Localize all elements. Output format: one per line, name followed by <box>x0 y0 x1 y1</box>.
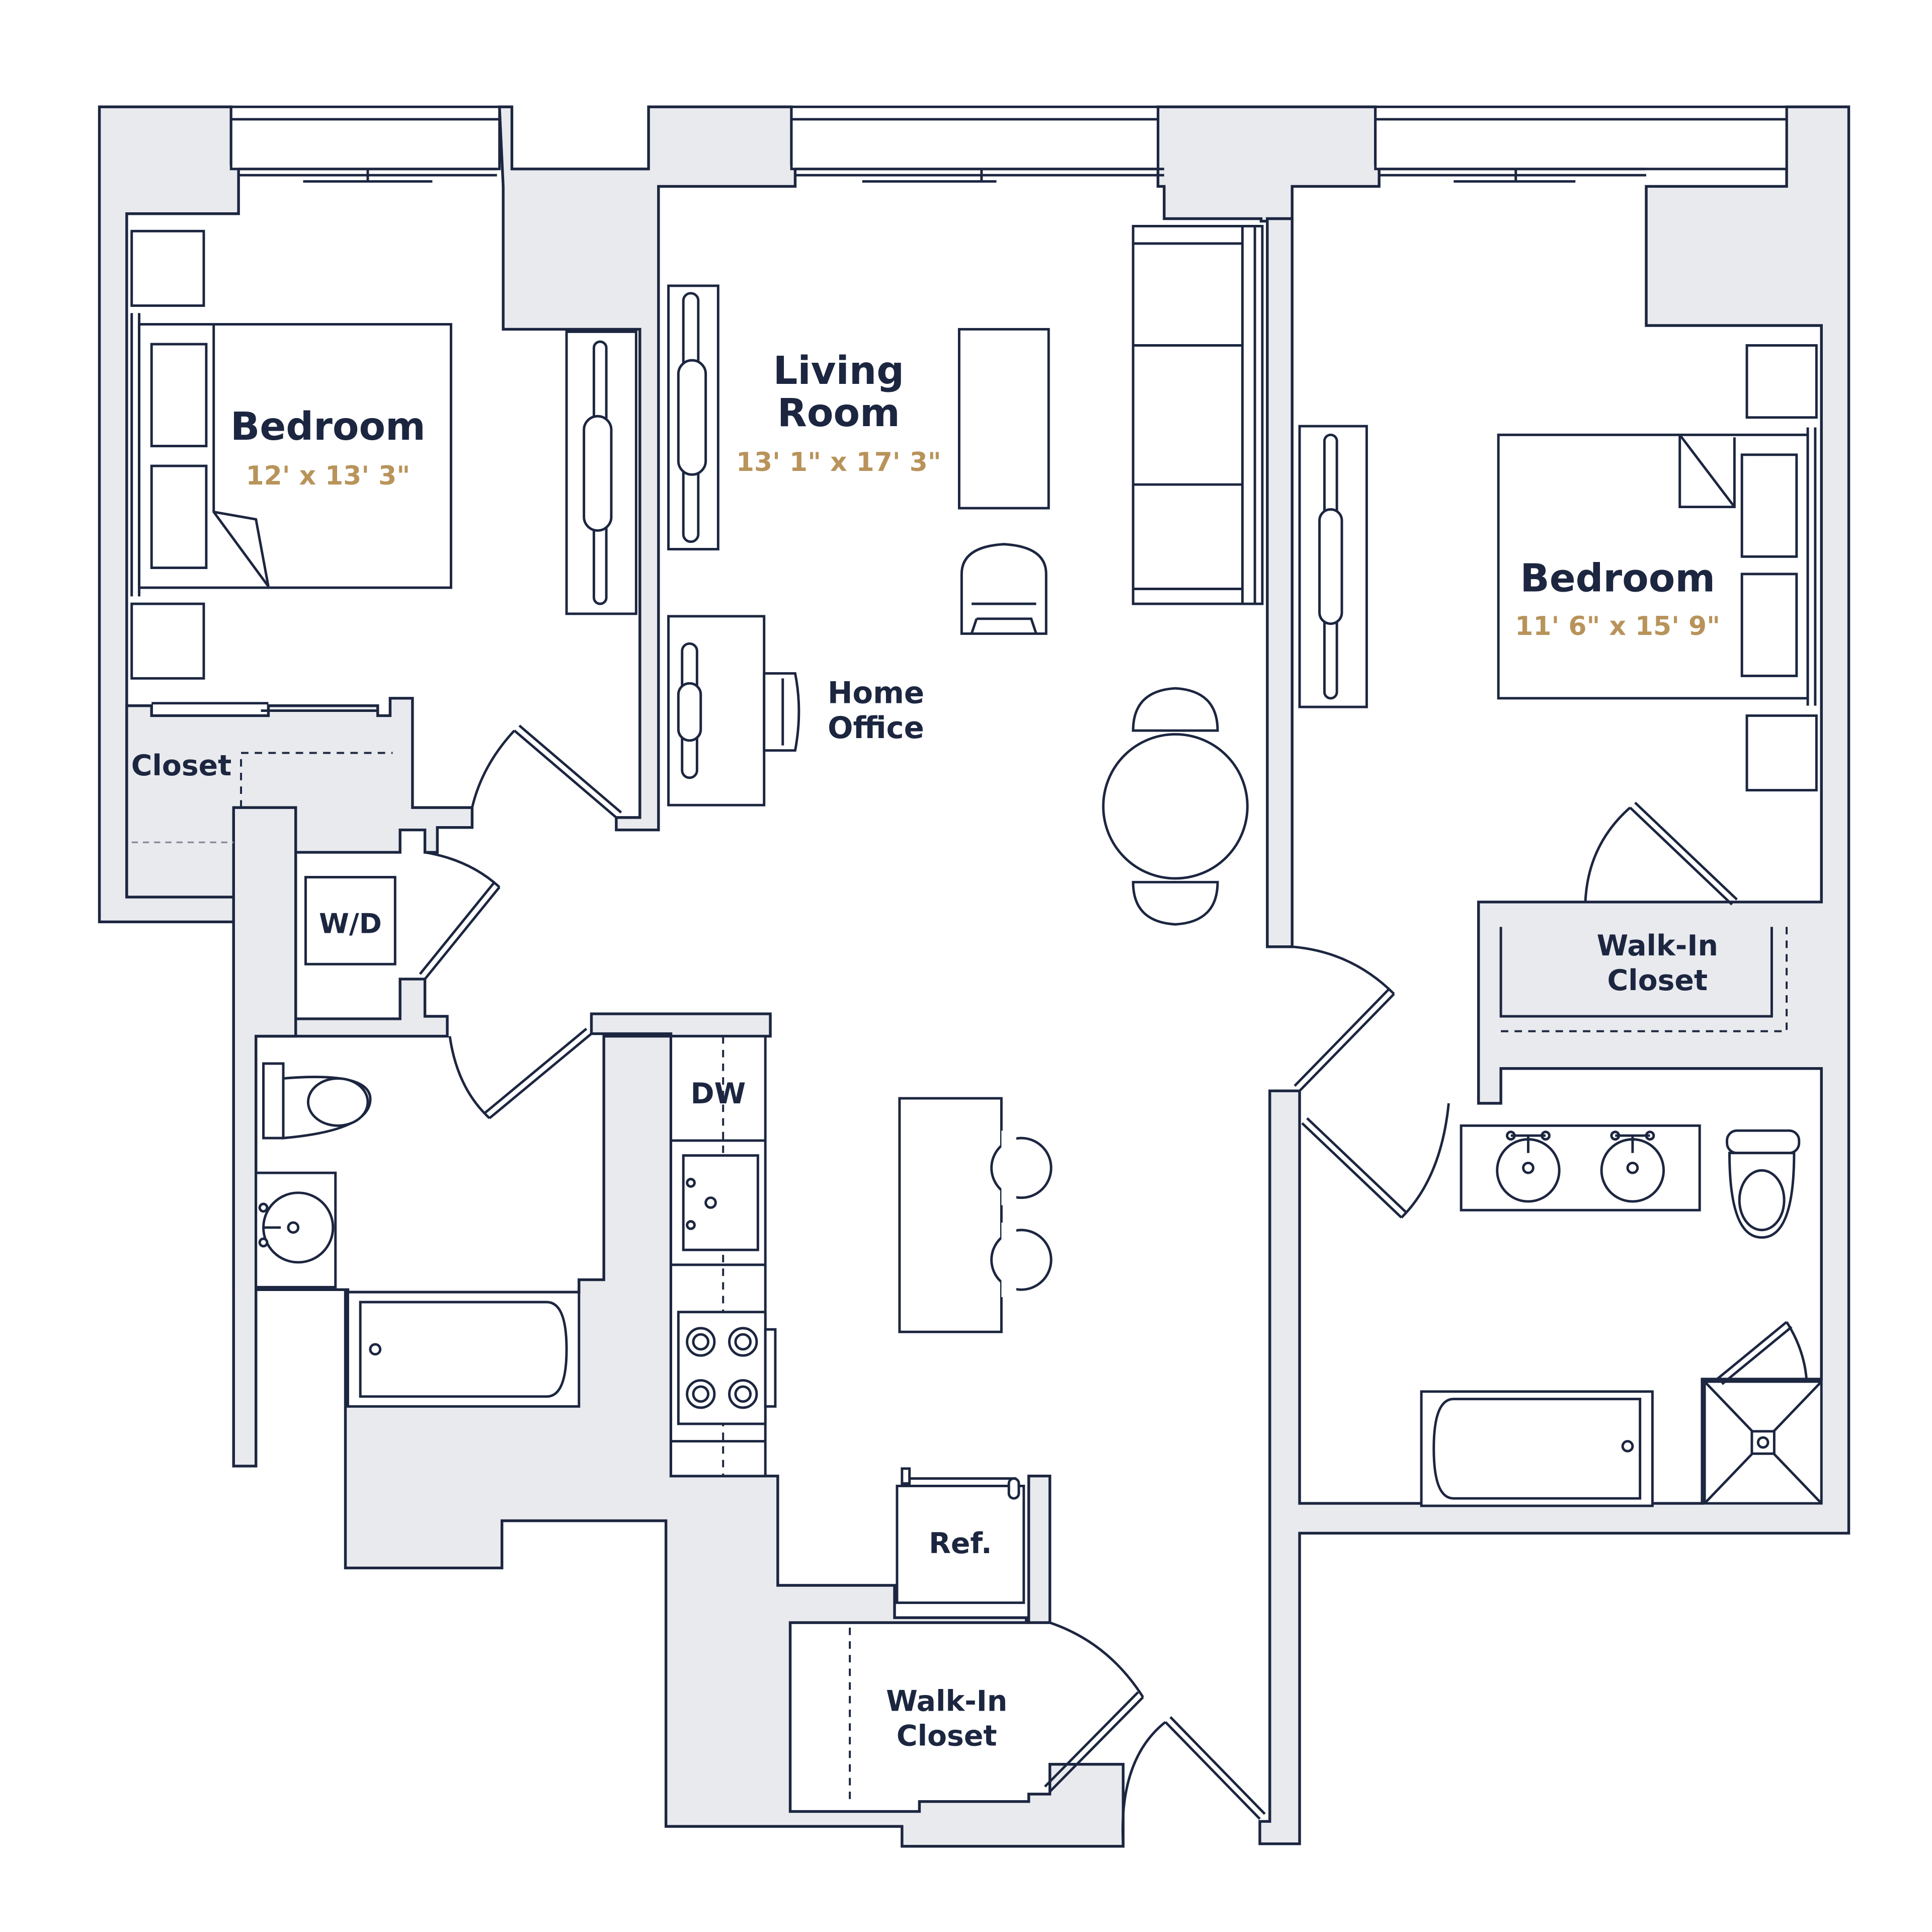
pillow <box>1740 573 1798 677</box>
bar-stool <box>990 1137 1053 1199</box>
label-bedroom-left: Bedroom <box>230 405 426 449</box>
label-wd: W/D <box>319 908 382 940</box>
dims-living: 13' 1" x 17' 3" <box>736 447 941 477</box>
dining-chair <box>1132 880 1219 926</box>
door-shower <box>1785 1321 1808 1380</box>
left-bedroom-furniture <box>130 229 637 680</box>
pillow <box>150 343 208 448</box>
living-room-furniture <box>667 224 1264 1333</box>
stove <box>677 1311 767 1425</box>
coffee-table <box>957 328 1050 510</box>
kitchen-island <box>898 1097 1003 1333</box>
pillow <box>150 464 208 570</box>
bar-stool <box>990 1229 1053 1291</box>
office-chair <box>763 672 800 752</box>
window-left <box>229 105 501 171</box>
toilet <box>1726 1129 1801 1155</box>
wall-east <box>1258 105 1850 1845</box>
window-living <box>790 105 1159 171</box>
dining-table <box>1102 733 1249 880</box>
sofa <box>1132 224 1264 605</box>
pillow <box>1740 453 1798 558</box>
armchair <box>960 543 1048 635</box>
washer-dryer <box>304 875 396 965</box>
door-walkin-right <box>1584 807 1631 902</box>
label-dw: DW <box>690 1077 746 1110</box>
label-closet-left: Closet <box>131 749 232 782</box>
door-bath-right <box>1400 1103 1450 1219</box>
right-bedroom-furniture <box>1298 344 1818 1032</box>
kitchen <box>670 1035 1025 1604</box>
toilet <box>262 1062 285 1140</box>
label-home-office-line2: Office <box>828 710 924 745</box>
windows <box>229 105 1788 183</box>
walls <box>98 105 1850 1848</box>
label-walkin-right-line1: Walk-In <box>1597 929 1718 962</box>
wall-north-right-pier <box>1156 105 1381 223</box>
door-wd <box>425 851 501 889</box>
door-bedroom-left <box>470 730 516 808</box>
door-bedroom-right <box>1292 945 1395 995</box>
right-bathroom <box>1420 1124 1823 1507</box>
dims-bedroom-right: 11' 6" x 15' 9" <box>1515 611 1720 641</box>
wall-bed-closet-partition <box>125 697 1125 1848</box>
window-right <box>1374 105 1788 171</box>
doors <box>419 725 1808 1846</box>
label-walkin-bottom-line2: Closet <box>897 1720 997 1753</box>
nightstand <box>130 602 205 680</box>
label-living-line1: Living <box>773 349 904 393</box>
wall-bath-left <box>232 806 297 1468</box>
wall-partition-right <box>1266 217 1294 948</box>
dims-bedroom-left: 12' x 13' 3" <box>246 461 411 491</box>
left-bathroom <box>255 875 581 1408</box>
label-bedroom-right: Bedroom <box>1520 556 1715 601</box>
wall-north-left-pier <box>498 105 797 832</box>
dining-chair <box>1132 687 1219 732</box>
label-home-office-line1: Home <box>828 676 924 710</box>
nightstand <box>1745 714 1818 792</box>
door-bath-left <box>448 1036 491 1119</box>
kitchen-sink <box>682 1154 759 1251</box>
label-walkin-right-line2: Closet <box>1607 964 1708 997</box>
label-walkin-bottom-line1: Walk-In <box>886 1684 1007 1718</box>
refrigerator <box>896 1484 1025 1604</box>
room-labels: Bedroom 12' x 13' 3" Living Room 13' 1" … <box>131 349 1720 1753</box>
closet-left <box>131 702 393 844</box>
label-ref: Ref. <box>929 1527 992 1560</box>
nightstand <box>1745 344 1818 419</box>
door-walkin-bottom <box>1049 1621 1144 1698</box>
wall-kitchen-south <box>590 1012 772 1038</box>
label-living-line2: Room <box>777 391 900 436</box>
wall-bottom-closet <box>1027 1474 1052 1624</box>
door-entry <box>1121 1721 1166 1846</box>
nightstand <box>130 229 205 307</box>
